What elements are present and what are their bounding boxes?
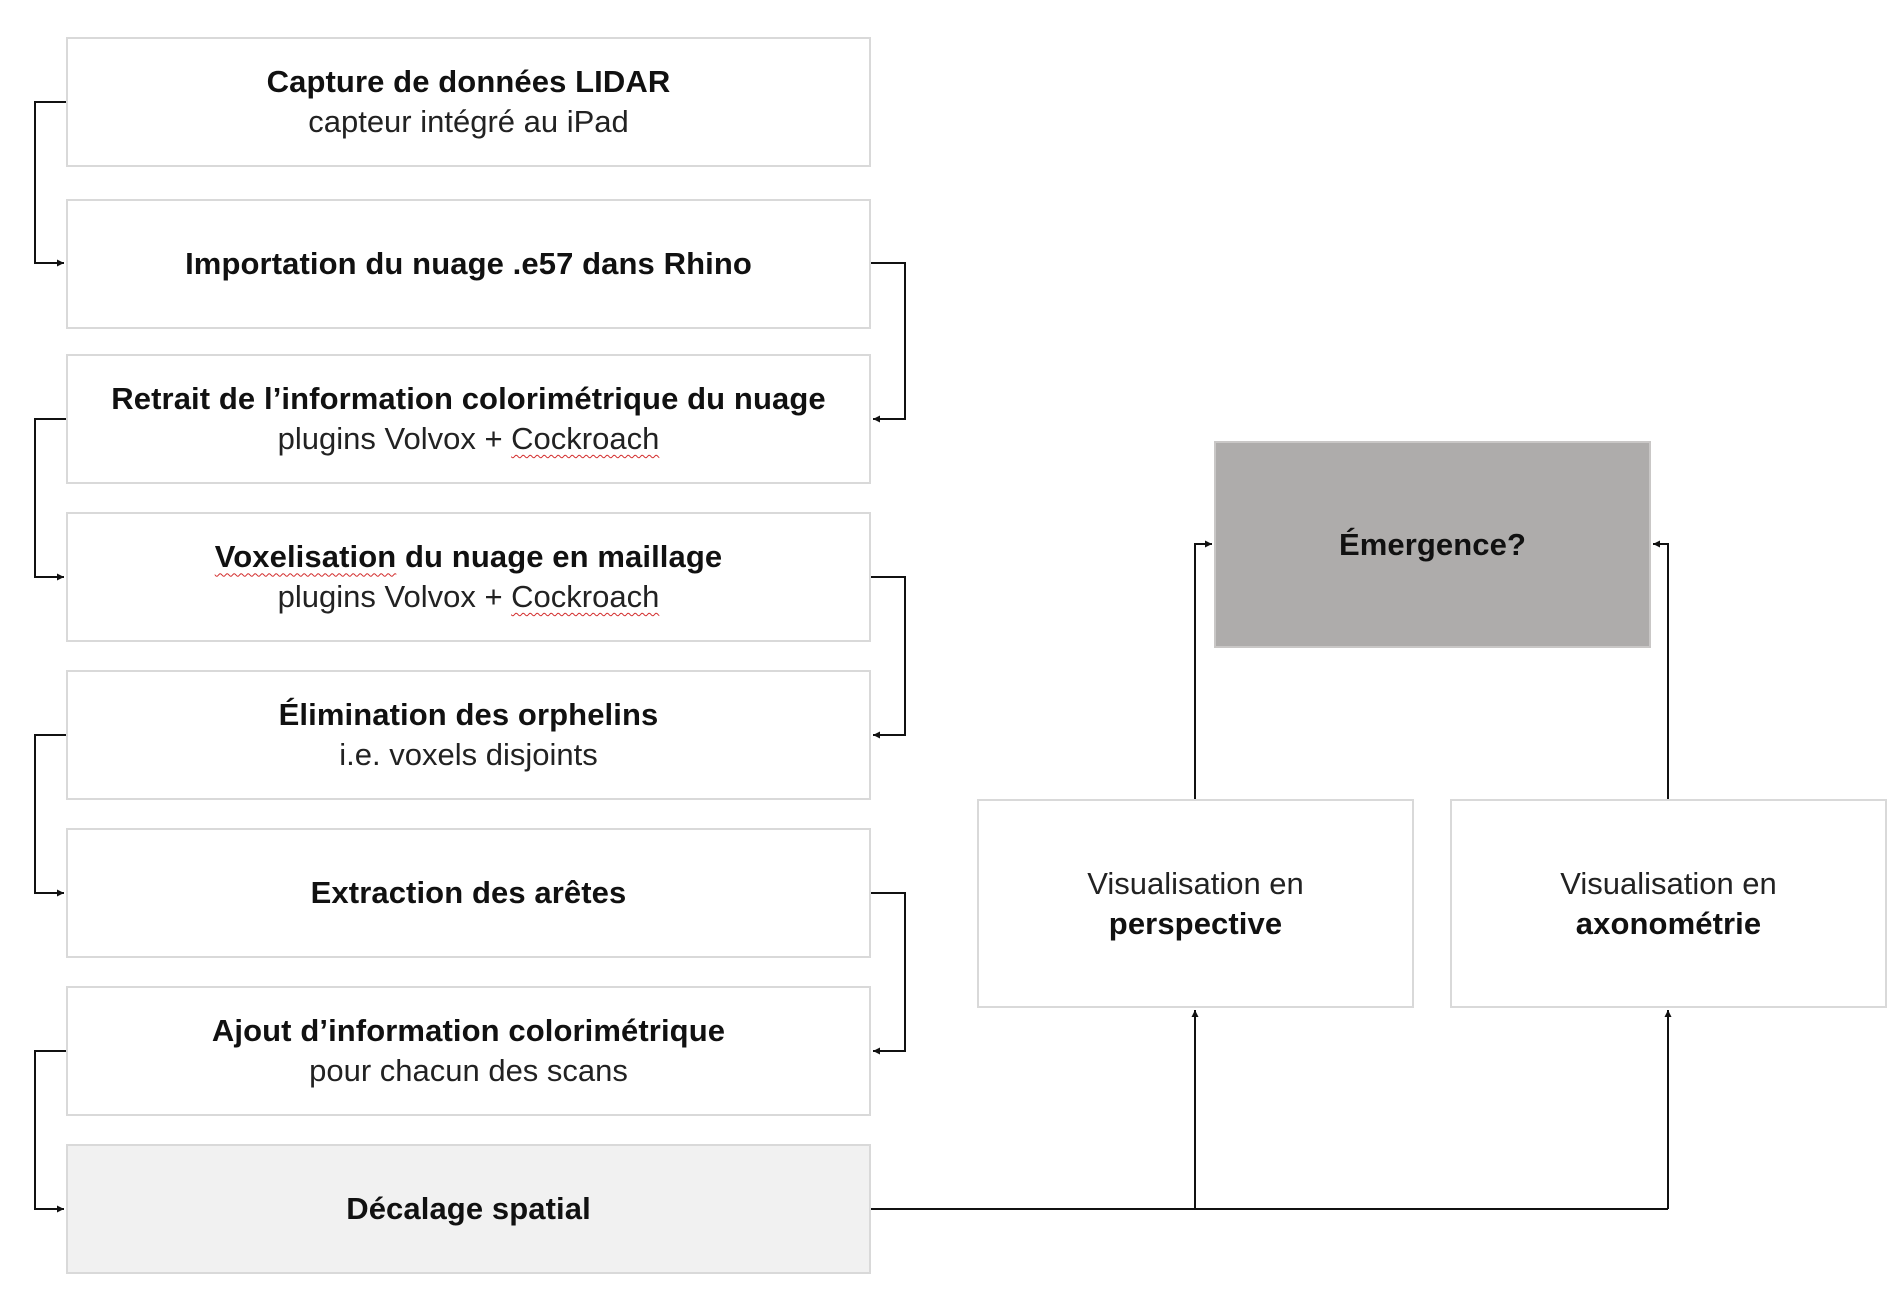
subtitle-prefix: plugins Volvox +: [277, 421, 512, 456]
connector-perspective-to-emergence: [1194, 540, 1212, 799]
connector-voxel-to-elimination: [871, 576, 906, 739]
connector-retrait-to-voxel: [34, 418, 66, 581]
connector-elimination-to-extraction: [34, 734, 66, 897]
emergence-box: Émergence?: [1214, 441, 1651, 648]
step-title: Ajout d’information colorimétrique: [211, 1013, 726, 1049]
spellcheck-flagged-word: Cockroach: [511, 579, 660, 614]
connector-axonometrie-to-emergence: [1653, 540, 1669, 799]
step-spatial-offset: Décalage spatial: [66, 1144, 871, 1274]
spellcheck-flagged-word: Voxelisation: [214, 539, 397, 575]
step-title: Élimination des orphelins: [278, 697, 659, 733]
output-line-1: Visualisation en: [1560, 865, 1777, 901]
output-line-2: axonométrie: [1575, 905, 1762, 941]
step-add-color: Ajout d’information colorimétrique pour …: [66, 986, 871, 1116]
step-subtitle: plugins Volvox + Cockroach: [278, 419, 660, 459]
step-title: Capture de données LIDAR: [266, 64, 671, 100]
output-line-1: Visualisation en: [1087, 865, 1304, 901]
step-edge-extraction: Extraction des arêtes: [66, 828, 871, 958]
step-remove-color: Retrait de l’information colorimétrique …: [66, 354, 871, 484]
step-title: Retrait de l’information colorimétrique …: [111, 381, 826, 417]
step-capture-lidar: Capture de données LIDAR capteur intégré…: [66, 37, 871, 167]
step-subtitle: plugins Volvox + Cockroach: [278, 577, 660, 617]
connector-import-to-retrait: [871, 262, 906, 423]
output-perspective: Visualisation en perspective: [977, 799, 1414, 1008]
step-subtitle: capteur intégré au iPad: [308, 104, 629, 139]
output-line-2: perspective: [1108, 905, 1283, 941]
step-subtitle: i.e. voxels disjoints: [339, 737, 598, 772]
step-import-cloud: Importation du nuage .e57 dans Rhino: [66, 199, 871, 329]
step-title: Extraction des arêtes: [310, 875, 627, 911]
step-voxelisation: Voxelisation du nuage en maillage plugin…: [66, 512, 871, 642]
step-title: Décalage spatial: [346, 1191, 591, 1227]
step-title: Voxelisation du nuage en maillage: [215, 537, 722, 577]
step-subtitle: pour chacun des scans: [309, 1053, 628, 1088]
output-axonometrie: Visualisation en axonométrie: [1450, 799, 1887, 1008]
subtitle-prefix: plugins Volvox +: [277, 579, 512, 614]
step-elimination-orphans: Élimination des orphelins i.e. voxels di…: [66, 670, 871, 800]
spellcheck-flagged-word: Cockroach: [511, 421, 660, 456]
emergence-label: Émergence?: [1338, 526, 1527, 562]
connector-capture-to-import: [34, 101, 66, 267]
connector-ajout-to-decalage: [34, 1050, 66, 1213]
title-rest: du nuage en maillage: [396, 539, 723, 575]
step-title: Importation du nuage .e57 dans Rhino: [185, 246, 752, 282]
connector-extraction-to-ajout: [871, 892, 906, 1055]
